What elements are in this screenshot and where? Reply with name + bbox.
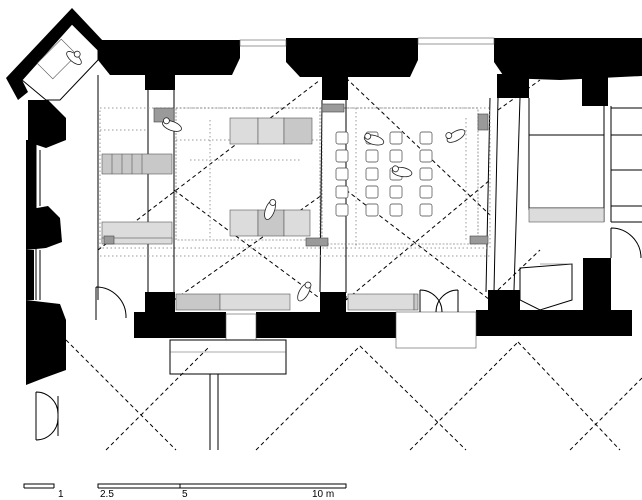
chair — [365, 203, 379, 217]
pillar-bottom-4 — [583, 258, 611, 310]
chairs-grid — [335, 131, 433, 217]
chair — [419, 149, 433, 163]
chair — [335, 131, 349, 145]
wall-top-right — [494, 38, 642, 80]
chair — [335, 185, 349, 199]
door-right — [610, 227, 642, 259]
chair — [335, 167, 349, 181]
furniture — [101, 103, 489, 311]
window-top-2 — [417, 37, 495, 45]
chair — [365, 185, 379, 199]
doors — [35, 286, 459, 441]
module-top-2 — [257, 117, 285, 145]
chair — [389, 203, 403, 217]
pillar-top-4 — [582, 74, 608, 106]
chair — [419, 167, 433, 181]
wall-top-mid — [286, 38, 418, 77]
scale-label-5: 5 — [182, 489, 188, 500]
pillar-top-1 — [145, 72, 175, 90]
pillar-top-3 — [497, 74, 529, 98]
person-4 — [297, 281, 312, 302]
pillar-bottom-2 — [320, 292, 346, 314]
wall-top-left — [98, 40, 240, 75]
person-5 — [363, 132, 385, 146]
entry-step — [395, 311, 477, 349]
chair — [419, 131, 433, 145]
window-top-1 — [239, 39, 287, 47]
module-top-1 — [229, 117, 259, 145]
chair — [365, 149, 379, 163]
bench-bottom-2 — [219, 293, 291, 311]
door-bottom-mid — [419, 289, 459, 313]
chair — [335, 149, 349, 163]
wall-left-pier-3 — [26, 250, 34, 300]
wall-left-bottom — [26, 300, 66, 385]
wall-bottom-2 — [256, 312, 396, 338]
person-6 — [391, 165, 413, 178]
module-mid-3 — [283, 209, 311, 237]
wall-bottom-1 — [134, 312, 226, 338]
scale-label-1: 1 — [58, 489, 64, 500]
wall-left-pier-1 — [26, 140, 36, 210]
door-left-outside — [35, 391, 59, 441]
wall-bottom-3 — [476, 310, 632, 336]
rug-right — [321, 107, 479, 245]
scale-label-10m: 10 m — [312, 489, 334, 500]
module-mid-1 — [229, 209, 259, 237]
bench-bottom-3 — [347, 293, 415, 311]
wall-corner-tower — [6, 8, 104, 100]
person-1 — [66, 50, 82, 65]
chair — [389, 131, 403, 145]
chair — [419, 185, 433, 199]
person-2 — [162, 117, 182, 132]
pillar-top-2 — [322, 74, 348, 100]
wall-left-pier-2 — [26, 206, 62, 250]
tower-room-outline — [21, 23, 99, 101]
pillar-bottom-1 — [145, 292, 175, 314]
pillar-bottom-3 — [488, 290, 520, 314]
rug-left — [175, 107, 321, 241]
wall-corner-tower-inner — [28, 100, 66, 148]
person-3 — [264, 199, 277, 220]
scale-label-2-5: 2.5 — [100, 489, 114, 500]
person-7 — [445, 129, 466, 143]
chair — [365, 167, 379, 181]
chair — [389, 149, 403, 163]
bench-bottom-1 — [175, 293, 221, 311]
rugs — [175, 107, 479, 245]
tower-window — [36, 38, 78, 80]
counter-left — [101, 153, 173, 175]
right-bench — [528, 207, 605, 223]
entry-step-2 — [225, 313, 257, 341]
walls — [6, 8, 642, 385]
chair — [335, 203, 349, 217]
canopy — [169, 339, 287, 375]
chair — [389, 185, 403, 199]
people — [66, 50, 466, 302]
scale-bar: 1 2.5 5 10 m — [23, 483, 347, 500]
right-lower-room — [519, 263, 573, 311]
door-left-bottom — [95, 286, 127, 320]
chair — [419, 203, 433, 217]
scale-bar-line — [23, 483, 55, 488]
module-top-3 — [283, 117, 313, 145]
